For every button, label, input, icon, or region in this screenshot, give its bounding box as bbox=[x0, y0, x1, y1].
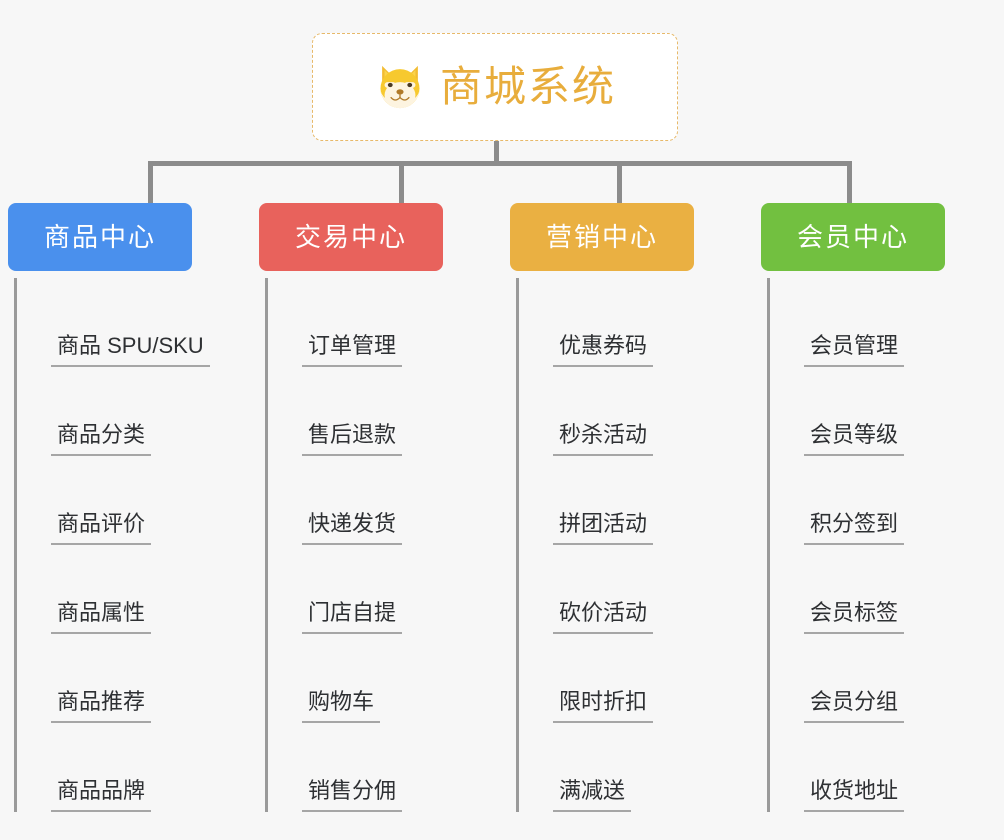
category-header-label: 会员中心 bbox=[796, 222, 909, 252]
list-item-label: 商品属性 bbox=[51, 600, 152, 634]
list-item-label: 门店自提 bbox=[302, 600, 403, 634]
list-item-label: 商品评价 bbox=[51, 511, 152, 545]
list-item-label: 商品推荐 bbox=[51, 689, 152, 723]
list-item-label: 砍价活动 bbox=[553, 600, 654, 634]
list-item[interactable]: 商品评价 bbox=[17, 456, 251, 545]
list-item-label: 会员等级 bbox=[804, 422, 905, 456]
list-item-label: 秒杀活动 bbox=[553, 422, 654, 456]
list-item[interactable]: 销售分佣 bbox=[268, 723, 502, 812]
list-item-label: 快递发货 bbox=[302, 511, 403, 545]
list-item[interactable]: 快递发货 bbox=[268, 456, 502, 545]
list-item[interactable]: 商品推荐 bbox=[17, 634, 251, 723]
root-node[interactable]: 商城系统 bbox=[312, 33, 678, 141]
item-list-marketing: 优惠券码 秒杀活动 拼团活动 砍价活动 限时折扣 满减送 bbox=[516, 278, 753, 812]
connector-drop-1 bbox=[148, 161, 153, 203]
root-title: 商城系统 bbox=[439, 63, 616, 110]
list-item[interactable]: 会员管理 bbox=[770, 278, 1004, 367]
list-item[interactable]: 秒杀活动 bbox=[519, 367, 753, 456]
list-item-label: 会员标签 bbox=[804, 600, 905, 634]
list-item[interactable]: 会员标签 bbox=[770, 545, 1004, 634]
list-item-label: 优惠券码 bbox=[553, 333, 654, 367]
list-item-label: 限时折扣 bbox=[553, 689, 654, 723]
connector-root-stem bbox=[494, 141, 499, 163]
category-header-member[interactable]: 会员中心 bbox=[761, 203, 945, 271]
list-item[interactable]: 商品分类 bbox=[17, 367, 251, 456]
list-item[interactable]: 收货地址 bbox=[770, 723, 1004, 812]
connector-drop-4 bbox=[847, 161, 852, 203]
list-item-label: 拼团活动 bbox=[553, 511, 654, 545]
list-item[interactable]: 积分签到 bbox=[770, 456, 1004, 545]
branch-columns: 商品中心 商品 SPU/SKU 商品分类 商品评价 商品属性 商品推荐 商品品牌… bbox=[0, 203, 1004, 812]
list-item-label: 商品品牌 bbox=[51, 778, 152, 812]
item-list-trade: 订单管理 售后退款 快递发货 门店自提 购物车 销售分佣 bbox=[265, 278, 502, 812]
list-item[interactable]: 拼团活动 bbox=[519, 456, 753, 545]
list-item[interactable]: 会员等级 bbox=[770, 367, 1004, 456]
connector-horizontal-bar bbox=[148, 161, 852, 166]
item-list-member: 会员管理 会员等级 积分签到 会员标签 会员分组 收货地址 bbox=[767, 278, 1004, 812]
list-item-label: 购物车 bbox=[302, 689, 381, 723]
list-item[interactable]: 限时折扣 bbox=[519, 634, 753, 723]
list-item-label: 订单管理 bbox=[302, 333, 403, 367]
branch-column-marketing: 营销中心 优惠券码 秒杀活动 拼团活动 砍价活动 限时折扣 满减送 bbox=[502, 203, 753, 812]
list-item-label: 销售分佣 bbox=[302, 778, 403, 812]
branch-column-member: 会员中心 会员管理 会员等级 积分签到 会员标签 会员分组 收货地址 bbox=[753, 203, 1004, 812]
connector-drop-2 bbox=[399, 161, 404, 203]
list-item[interactable]: 优惠券码 bbox=[519, 278, 753, 367]
list-item[interactable]: 商品属性 bbox=[17, 545, 251, 634]
list-item-label: 满减送 bbox=[553, 778, 632, 812]
list-item[interactable]: 门店自提 bbox=[268, 545, 502, 634]
item-list-product: 商品 SPU/SKU 商品分类 商品评价 商品属性 商品推荐 商品品牌 bbox=[14, 278, 251, 812]
list-item[interactable]: 满减送 bbox=[519, 723, 753, 812]
category-header-marketing[interactable]: 营销中心 bbox=[510, 203, 694, 271]
list-item-label: 会员管理 bbox=[804, 333, 905, 367]
list-item-label: 商品 SPU/SKU bbox=[51, 333, 210, 367]
branch-column-trade: 交易中心 订单管理 售后退款 快递发货 门店自提 购物车 销售分佣 bbox=[251, 203, 502, 812]
list-item[interactable]: 商品 SPU/SKU bbox=[17, 278, 251, 367]
list-item[interactable]: 商品品牌 bbox=[17, 723, 251, 812]
list-item[interactable]: 购物车 bbox=[268, 634, 502, 723]
list-item[interactable]: 售后退款 bbox=[268, 367, 502, 456]
category-header-label: 营销中心 bbox=[545, 222, 658, 252]
category-header-label: 交易中心 bbox=[294, 222, 407, 252]
list-item[interactable]: 订单管理 bbox=[268, 278, 502, 367]
connector-drop-3 bbox=[617, 161, 622, 203]
category-header-label: 商品中心 bbox=[43, 222, 156, 252]
list-item-label: 会员分组 bbox=[804, 689, 905, 723]
list-item-label: 商品分类 bbox=[51, 422, 152, 456]
list-item[interactable]: 砍价活动 bbox=[519, 545, 753, 634]
category-header-trade[interactable]: 交易中心 bbox=[259, 203, 443, 271]
list-item-label: 收货地址 bbox=[804, 778, 905, 812]
list-item[interactable]: 会员分组 bbox=[770, 634, 1004, 723]
branch-column-product: 商品中心 商品 SPU/SKU 商品分类 商品评价 商品属性 商品推荐 商品品牌 bbox=[0, 203, 251, 812]
category-header-product[interactable]: 商品中心 bbox=[8, 203, 192, 271]
list-item-label: 积分签到 bbox=[804, 511, 905, 545]
list-item-label: 售后退款 bbox=[302, 422, 403, 456]
shiba-dog-face-icon bbox=[380, 65, 420, 109]
